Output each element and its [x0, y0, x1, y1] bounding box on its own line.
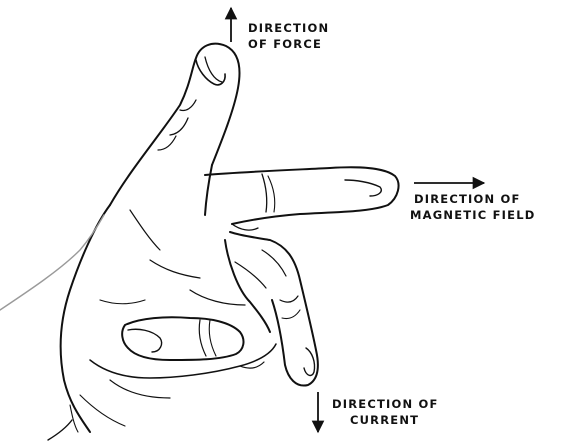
- current-label-line-2: CURRENT: [350, 413, 419, 427]
- force-label-line-2: OF FORCE: [248, 37, 322, 51]
- hand-illustration: [0, 44, 399, 440]
- magnetic-field-label-line-2: MAGNETIC FIELD: [410, 208, 536, 222]
- palm-drawing: [48, 165, 276, 440]
- magnetic-field-label: DIRECTION OF MAGNETIC FIELD: [410, 192, 536, 222]
- little-finger-drawing: [122, 317, 243, 360]
- magnetic-field-label-line-1: DIRECTION OF: [414, 192, 521, 206]
- shading-stroke: [0, 215, 104, 310]
- current-label-line-1: DIRECTION OF: [332, 397, 439, 411]
- force-label: DIRECTION OF FORCE: [248, 21, 329, 51]
- current-label: DIRECTION OF CURRENT: [332, 397, 439, 427]
- index-finger-drawing: [205, 167, 399, 230]
- thumb-drawing: [110, 44, 240, 205]
- middle-finger-drawing: [230, 232, 318, 386]
- force-label-line-1: DIRECTION: [248, 21, 329, 35]
